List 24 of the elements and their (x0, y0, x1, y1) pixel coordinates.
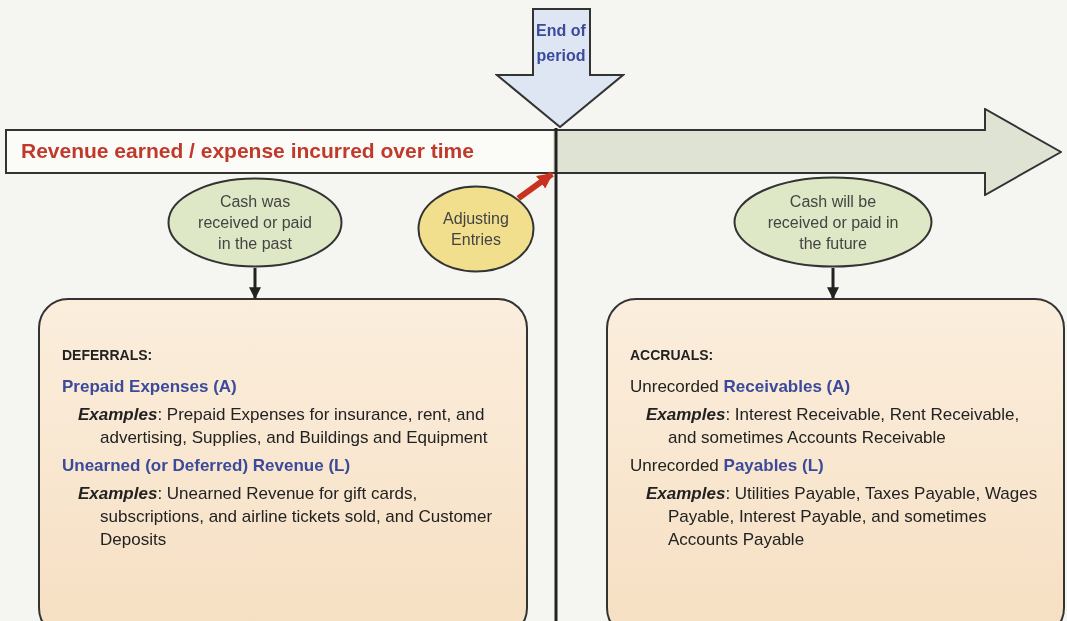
bubble-text: Cash was received or paid in the past (197, 192, 313, 254)
ellipse-bubble (417, 185, 535, 273)
examples-text: Examples: Utilities Payable, Taxes Payable, Wages Payable, Interest Payable, and sometimes Accounts Payable (645, 483, 1039, 551)
arrow-label: End of period (535, 21, 587, 66)
category-title: Prepaid Expenses (A) (62, 376, 238, 398)
timeline-label: Revenue earned / expense incurred over time (21, 139, 474, 163)
panel-heading: DEFERRALS: (62, 346, 154, 365)
down-arrow-shape (495, 8, 625, 128)
category-panel (38, 298, 528, 621)
timeline-arrow (5, 108, 1062, 196)
panel-heading: ACCRUALS: (630, 346, 715, 365)
bubble-text: Adjusting Entries (442, 209, 510, 250)
examples-text: Examples: Unearned Revenue for gift cards, subscriptions, and airline tickets sold, and Customer Deposits (77, 483, 494, 551)
category-title: Unrecorded Payables (L) (630, 455, 825, 477)
examples-text: Examples: Prepaid Expenses for insurance, rent, and advertising, Supplies, and Buildings and Equipment (77, 404, 489, 449)
arrow (249, 268, 261, 300)
examples-text: Examples: Interest Receivable, Rent Receivable, and sometimes Accounts Receivable (645, 404, 1021, 449)
arrow (827, 268, 839, 300)
category-title: Unearned (or Deferred) Revenue (L) (62, 455, 352, 477)
ellipse-bubble (167, 177, 343, 268)
category-panel (606, 298, 1065, 621)
ellipse-bubble (733, 176, 933, 268)
category-title: Unrecorded Receivables (A) (630, 376, 852, 398)
bubble-text: Cash will be received or paid in the future (766, 191, 900, 254)
